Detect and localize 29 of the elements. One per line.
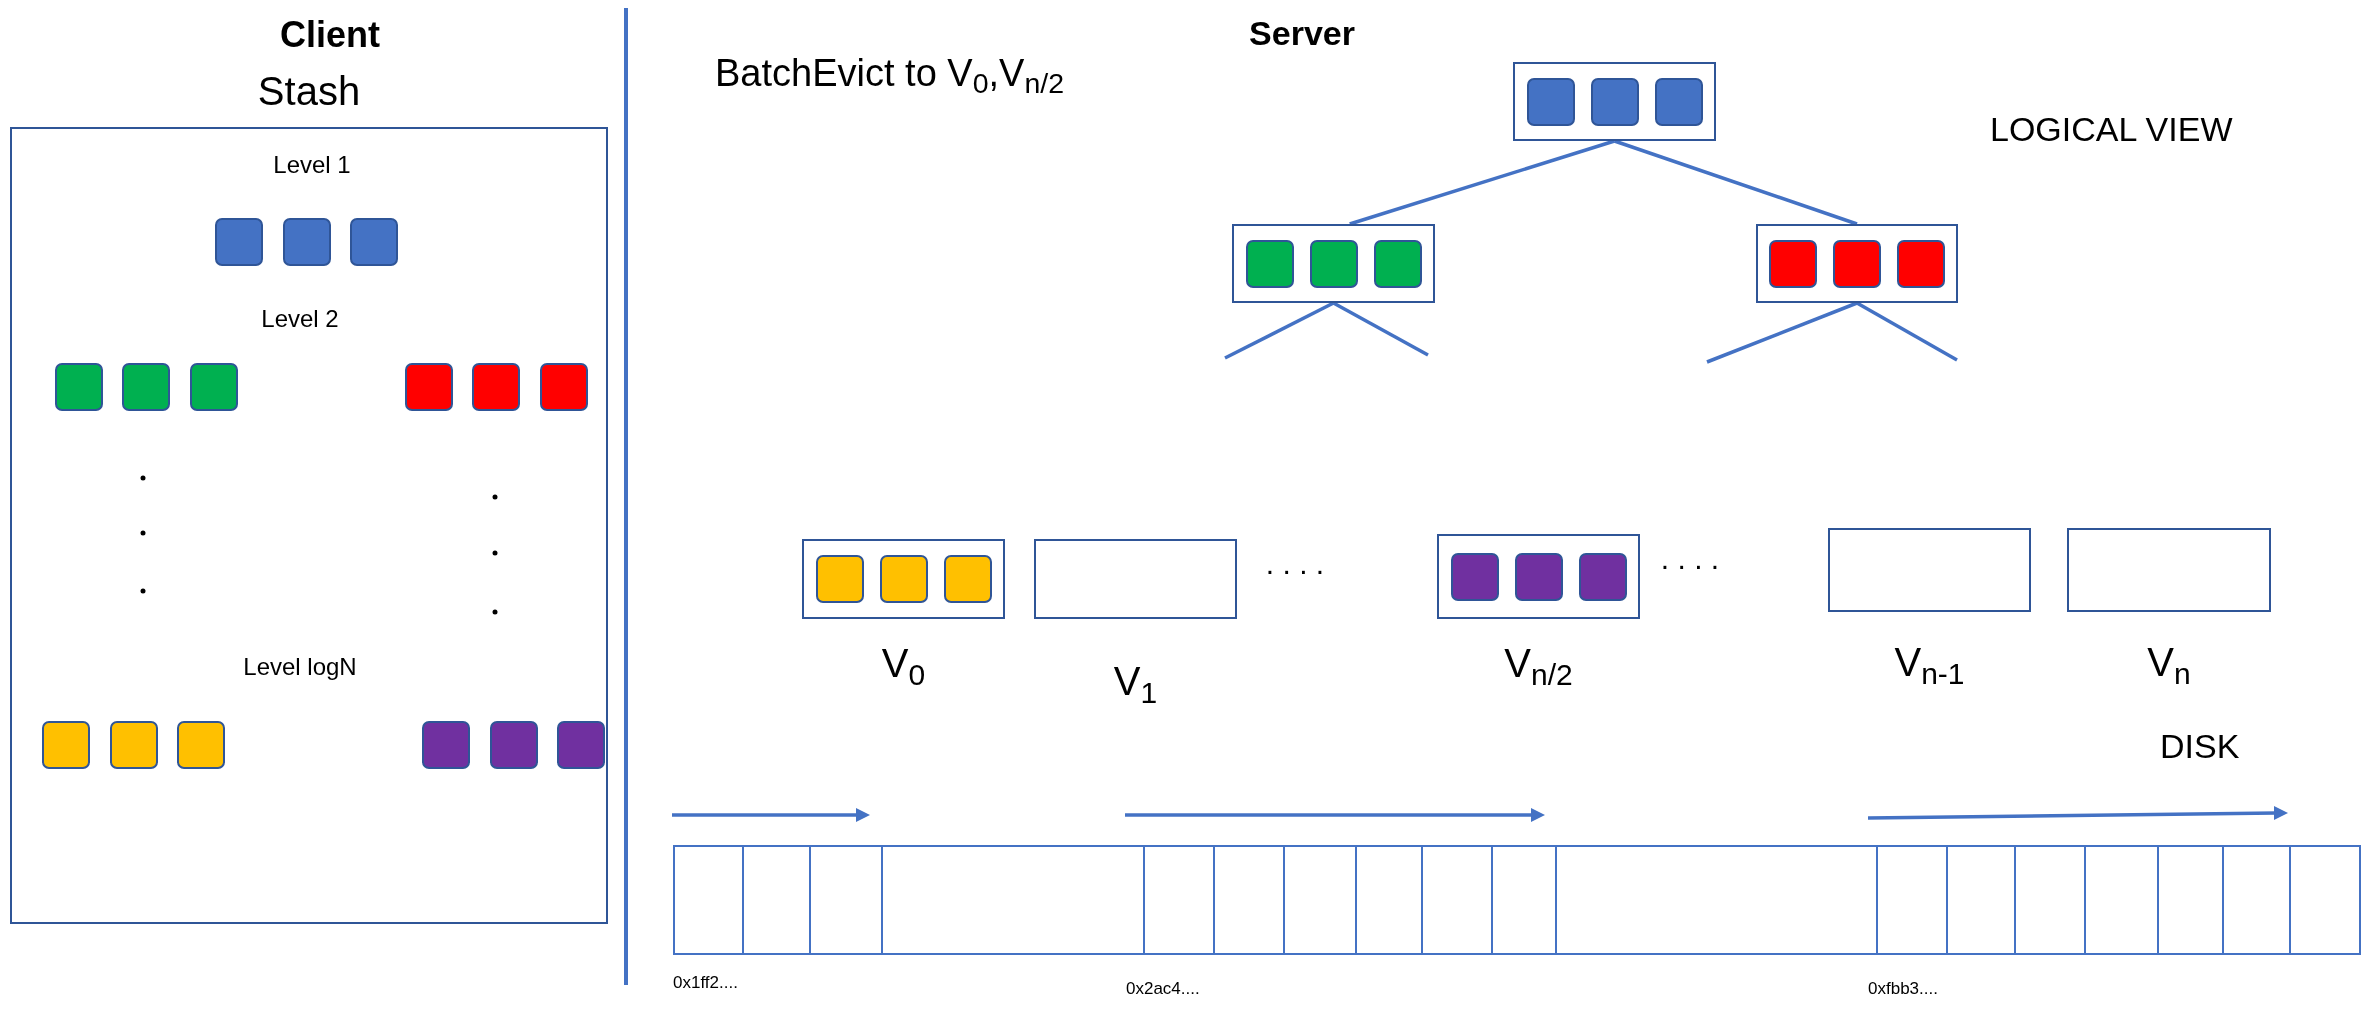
text-label: BatchEvict to V$_{0}$,V$_{n/2}$ bbox=[715, 51, 1065, 98]
text-label: Client bbox=[280, 13, 380, 57]
bucket-label: V$_{0}$ bbox=[880, 643, 927, 683]
tree-edge bbox=[1224, 301, 1335, 360]
text-label: Server bbox=[1249, 13, 1355, 54]
text-label: Level 1 bbox=[273, 150, 351, 180]
tree-edge bbox=[1332, 301, 1429, 357]
text-label: . . . . bbox=[1265, 546, 1325, 582]
text-label: Level logN bbox=[243, 652, 357, 682]
disk-bar bbox=[673, 845, 2361, 955]
text-label: LOGICAL VIEW bbox=[1990, 109, 2233, 150]
bucket-label: V$_{1}$ bbox=[1112, 661, 1159, 701]
tree-edge bbox=[1349, 139, 1616, 226]
text-label: 0x2ac4.... bbox=[1126, 978, 1200, 1000]
tree-edge bbox=[1706, 301, 1858, 364]
panel-heading: Stash bbox=[256, 71, 362, 111]
text-label: 0xfbb3.... bbox=[1868, 978, 1938, 1000]
tree-edge bbox=[1856, 301, 1958, 362]
text-label: . . . . bbox=[1660, 541, 1720, 577]
bucket-label: V$_{n}$ bbox=[2146, 642, 2192, 682]
tree-edge bbox=[1613, 139, 1858, 226]
text-label: 0x1ff2.... bbox=[673, 972, 738, 994]
text-label: DISK bbox=[2160, 726, 2240, 767]
text-label: Level 2 bbox=[261, 304, 339, 334]
tree-node-box bbox=[1513, 62, 1716, 141]
bucket-label: V$_{n/2}$ bbox=[1503, 643, 1574, 683]
bucket-label: V$_{n-1}$ bbox=[1893, 642, 1966, 682]
tree-node-box bbox=[1232, 224, 1435, 303]
tree-node-box bbox=[1756, 224, 1958, 303]
